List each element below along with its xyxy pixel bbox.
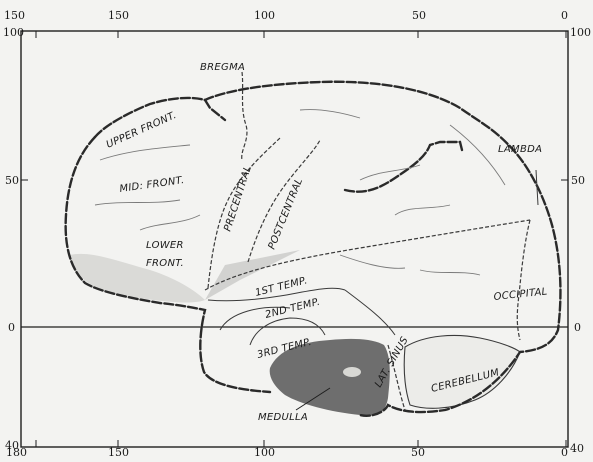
bottom-tick-label-50: 50 — [411, 446, 425, 459]
label-upper-front: UPPER FRONT. — [105, 110, 179, 151]
left-tick-label-50: 50 — [5, 174, 19, 187]
second-temporal-boundary — [250, 318, 325, 345]
frontal-shading — [70, 254, 205, 303]
sylvian-shading — [205, 250, 300, 300]
label-second-temp: 2ND TEMP. — [264, 297, 321, 321]
frontal-sulcus-3 — [140, 215, 200, 230]
right-tick-label-100: 100 — [570, 26, 591, 39]
left-tick-label-40: 40 — [5, 439, 19, 452]
label-lower-front-2: FRONT. — [146, 258, 184, 269]
medulla-highlight — [343, 367, 361, 377]
label-occipital: OCCIPITAL — [493, 286, 548, 303]
top-axis-ticks — [36, 31, 566, 38]
label-mid-front: MID: FRONT. — [119, 175, 185, 195]
label-lambda: LAMBDA — [498, 144, 542, 155]
temporal-sulcus-3 — [420, 270, 480, 275]
top-tick-label-0: 0 — [561, 9, 568, 22]
bregma-line — [242, 72, 247, 160]
right-tick-label-0: 0 — [574, 321, 581, 334]
temporal-posterior-sulcus — [345, 290, 395, 335]
top-tick-label-100: 100 — [254, 9, 275, 22]
left-tick-label-100: 100 — [3, 26, 24, 39]
parietal-occipital-notch — [345, 142, 462, 192]
temporal-sulcus-4 — [340, 255, 405, 268]
parietal-sulcus-1 — [360, 165, 420, 180]
label-bregma: BREGMA — [200, 62, 245, 73]
sylvian-fissure — [205, 220, 530, 290]
label-postcentral: POSTCENTRAL — [267, 177, 306, 252]
bottom-tick-label-150: 150 — [108, 446, 129, 459]
label-lower-front-1: LOWER — [146, 240, 184, 251]
frontal-sulcus-2 — [95, 200, 180, 205]
right-tick-label-40: 40 — [570, 442, 584, 455]
parietal-top-sulcus — [300, 109, 360, 118]
label-precentral: PRECENTRAL — [222, 164, 254, 233]
frontal-notch — [205, 100, 225, 120]
bottom-tick-label-0: 0 — [561, 446, 568, 459]
occipital-boundary — [517, 220, 530, 340]
right-tick-label-50: 50 — [571, 174, 585, 187]
bottom-tick-label-100: 100 — [254, 446, 275, 459]
top-tick-label-50: 50 — [412, 9, 426, 22]
label-medulla: MEDULLA — [258, 412, 308, 423]
top-tick-label-150: 150 — [108, 9, 129, 22]
parietal-sulcus-2 — [395, 205, 450, 215]
left-tick-label-0: 0 — [8, 321, 15, 334]
central-sulcus-post — [248, 140, 320, 262]
cerebellum-region — [404, 335, 520, 408]
top-tick-label-left: 150 — [4, 9, 25, 22]
